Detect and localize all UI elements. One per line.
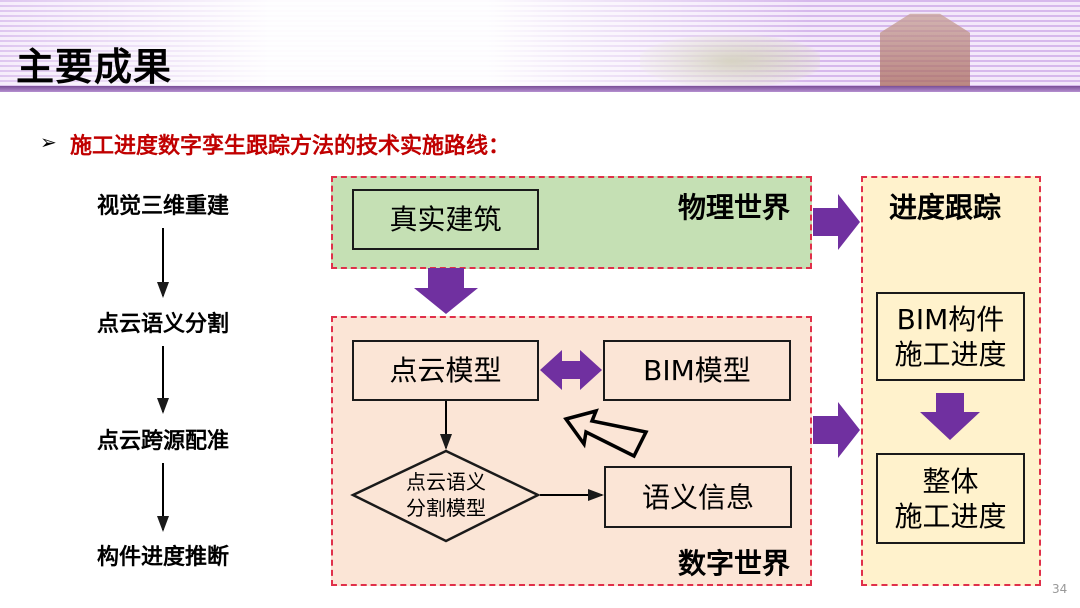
component-progress-line2: 施工进度 — [894, 337, 1007, 371]
seg-model-diamond — [350, 449, 541, 543]
right-block-arrow-top — [813, 194, 860, 250]
real-building-box: 真实建筑 — [352, 189, 539, 250]
right-block-arrow-bottom — [813, 402, 860, 458]
point-cloud-model-box: 点云模型 — [352, 340, 539, 401]
component-progress-line1: BIM构件 — [896, 302, 1005, 336]
page-title: 主要成果 — [16, 45, 173, 89]
progress-tracking-label: 进度跟踪 — [889, 191, 1002, 224]
overall-progress-box: 整体 施工进度 — [876, 453, 1025, 544]
overall-progress-line2: 施工进度 — [894, 499, 1007, 533]
section-subtitle: 施工进度数字孪生跟踪方法的技术实施路线： — [70, 134, 511, 159]
bim-model-box: BIM模型 — [603, 340, 791, 401]
physical-world-label: 物理世界 — [678, 191, 791, 224]
semantic-info-text: 语义信息 — [641, 480, 754, 514]
progress-tracking-zone — [861, 176, 1041, 586]
seg-model-line1: 点云语义 — [406, 470, 486, 494]
feedback-hollow-arrow — [563, 408, 649, 459]
down-block-arrow-tracking — [920, 393, 980, 440]
step-registration: 点云跨源配准 — [96, 429, 229, 454]
component-progress-box: BIM构件 施工进度 — [876, 292, 1025, 381]
page-number: 34 — [1052, 582, 1068, 596]
point-cloud-model-text: 点云模型 — [389, 354, 502, 387]
header-divider — [0, 86, 1080, 92]
digital-world-label: 数字世界 — [678, 547, 791, 580]
header-fade — [0, 0, 1080, 90]
down-block-arrow — [414, 268, 478, 314]
seg-model-label: 点云语义 分割模型 — [386, 469, 506, 521]
step-inference: 构件进度推断 — [96, 545, 229, 570]
step-segmentation: 点云语义分割 — [96, 312, 229, 337]
semantic-info-box: 语义信息 — [604, 466, 792, 528]
seg-model-line2: 分割模型 — [406, 496, 486, 520]
real-building-text: 真实建筑 — [389, 203, 502, 236]
double-block-arrow — [540, 350, 602, 390]
physical-world-zone — [331, 176, 812, 269]
bim-model-text: BIM模型 — [643, 354, 751, 387]
step-reconstruction: 视觉三维重建 — [96, 194, 229, 219]
overall-progress-line1: 整体 — [922, 464, 979, 498]
bullet-arrow-icon: ➢ — [40, 130, 57, 154]
